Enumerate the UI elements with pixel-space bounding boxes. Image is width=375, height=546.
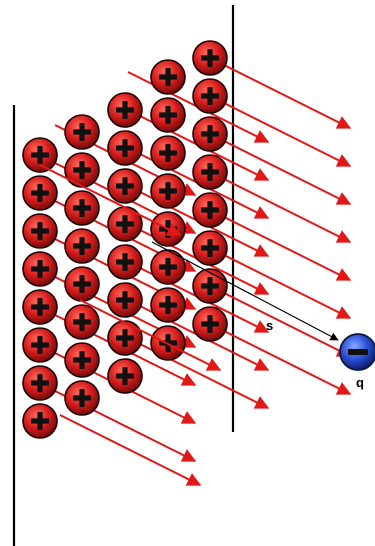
positive-charges-layer [23, 41, 227, 438]
positive-charge [193, 117, 227, 151]
displacement-label: s [266, 318, 273, 333]
positive-charge [193, 155, 227, 189]
positive-charge [65, 115, 99, 149]
positive-charge [23, 138, 57, 172]
field-arrow [210, 210, 350, 280]
positive-charge [108, 245, 142, 279]
field-arrow [210, 58, 350, 128]
positive-charge [151, 288, 185, 322]
positive-charge [151, 174, 185, 208]
minus-icon [348, 349, 368, 355]
positive-charge [193, 307, 227, 341]
positive-charge [23, 176, 57, 210]
positive-charge [23, 290, 57, 324]
field-arrow [210, 286, 350, 356]
field-arrow [210, 324, 350, 394]
field-arrow [128, 338, 268, 408]
positive-charge [108, 93, 142, 127]
positive-charge [193, 193, 227, 227]
positive-charge [23, 404, 57, 438]
positive-charge [65, 229, 99, 263]
positive-charge [193, 269, 227, 303]
positive-charge [151, 250, 185, 284]
negative-charge-layer [340, 334, 375, 370]
positive-charge [23, 214, 57, 248]
positive-charge [65, 305, 99, 339]
positive-charge [23, 252, 57, 286]
positive-charge [65, 191, 99, 225]
positive-charge [108, 207, 142, 241]
positive-charge [108, 169, 142, 203]
charge-label: q [356, 375, 364, 390]
positive-charge [193, 231, 227, 265]
positive-charge [108, 283, 142, 317]
positive-charge [65, 267, 99, 301]
field-arrow [210, 134, 350, 204]
positive-charge [108, 131, 142, 165]
positive-charge [108, 359, 142, 393]
positive-charge [151, 60, 185, 94]
positive-charge [193, 41, 227, 75]
positive-charge [65, 381, 99, 415]
positive-charge [23, 328, 57, 362]
positive-charge [151, 136, 185, 170]
positive-charge [193, 79, 227, 113]
positive-charge [65, 343, 99, 377]
field-arrow [210, 172, 350, 242]
field-arrow [60, 415, 200, 485]
field-arrow [210, 96, 350, 166]
positive-charge [108, 321, 142, 355]
positive-charge [151, 98, 185, 132]
positive-charge [65, 153, 99, 187]
positive-charge [23, 366, 57, 400]
